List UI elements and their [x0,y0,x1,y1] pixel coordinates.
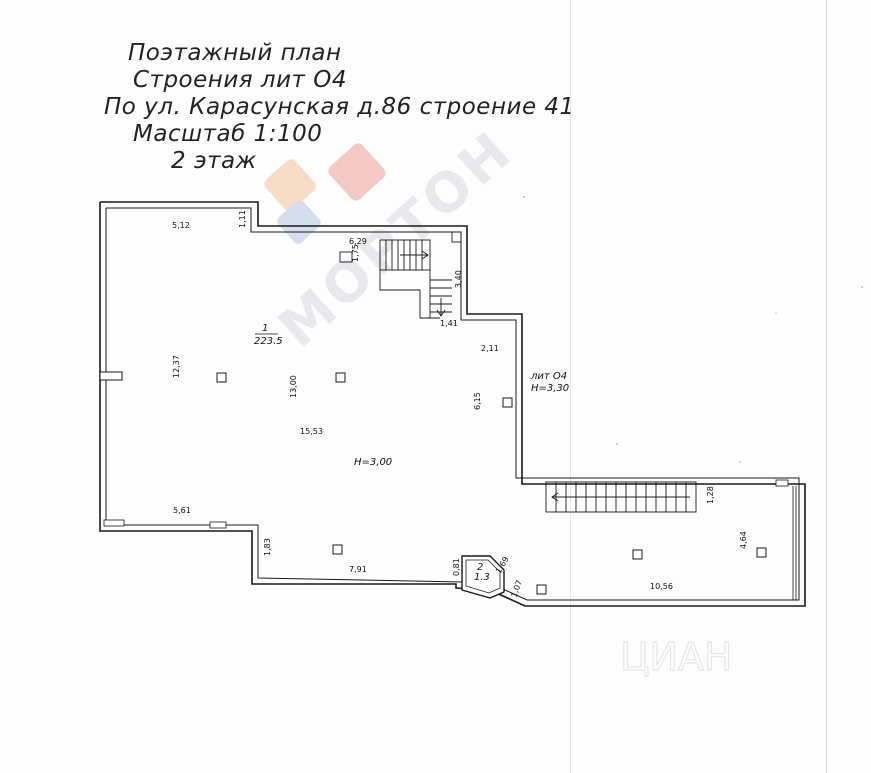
dim-right-mid: 6,15 [473,392,482,410]
lit-ceiling-height: H=3,30 [531,383,569,394]
building-outline [99,201,806,607]
door-opening [775,479,789,487]
dim-small-room-a: 0,81 [452,558,461,576]
dim-stair-vert: 3,40 [454,270,463,288]
dim-east-top: 1,28 [706,486,715,504]
inner-wall [105,207,800,601]
dim-center-width: 15,53 [300,427,323,436]
watermark-square-red [328,143,386,201]
column [332,544,343,555]
small-room-inner [465,559,501,594]
morton-logo-watermark: МОРТОН [264,118,525,360]
room-1-area: 223.5 [254,336,283,347]
door-opening [103,519,125,527]
dim-east-height: 4,64 [739,531,748,549]
sheet-fold-line [826,0,827,773]
outer-wall [99,201,806,607]
dim-small-room-b: 1,69 [494,555,511,575]
east-window [775,479,797,600]
title-line-3: По ул. Карасунская д.86 строение 41 [104,94,575,120]
lit-label: лит О4 [530,371,567,382]
watermark-square-orange [264,159,316,211]
dim-stair-side: 1,75 [351,244,360,262]
title-line-2: Строения лит О4 [133,67,348,93]
room-2-number: 2 [477,562,483,573]
stair-arrow-icon [436,309,446,317]
room-1-number: 1 [262,323,268,334]
stair-post [339,251,353,263]
column [216,372,227,383]
dim-bottom-width: 7,91 [349,565,367,574]
door-opening [209,521,227,529]
stair-arrow-icon [421,250,429,260]
title-line-1: Поэтажный план [128,40,342,66]
cian-watermark-text: ЦИАН [620,635,733,679]
column [536,584,547,595]
room-2-area: 1.3 [474,572,490,583]
dim-left-height: 12,37 [172,355,181,378]
watermark-square-blue [277,200,321,244]
stair-flight [545,481,697,513]
scan-specks [523,196,863,463]
wall-niche [99,371,123,381]
dim-east-width: 10,56 [650,582,673,591]
title-line-5: 2 этаж [171,148,257,174]
column [502,397,513,408]
main-ceiling-height: H=3,00 [354,457,392,468]
column [632,549,643,560]
dim-top-step: 1,11 [238,210,247,228]
stair-landing [379,270,440,319]
stair-arrow-icon [551,492,559,502]
dim-top-left: 5,12 [172,221,190,230]
columns [216,372,767,595]
sheet-fold-line [570,0,571,773]
small-room-outline [461,555,505,599]
column [756,547,767,558]
upper-stair [339,231,462,319]
dim-stair-bottom: 1,41 [440,319,458,328]
dim-bottom-left: 5,61 [173,506,191,515]
stair-flight [379,239,431,271]
dim-stair-top: 6,29 [349,237,367,246]
title-line-4: Масштаб 1:100 [133,121,323,147]
lower-stair [545,481,697,513]
dim-right-upper: 2,11 [481,344,499,353]
dim-center-height: 13,00 [289,375,298,398]
dim-small-room-c: 1,07 [509,579,524,599]
stair-post [451,231,462,243]
dim-bottom-step: 1,83 [263,538,272,556]
column [335,372,346,383]
